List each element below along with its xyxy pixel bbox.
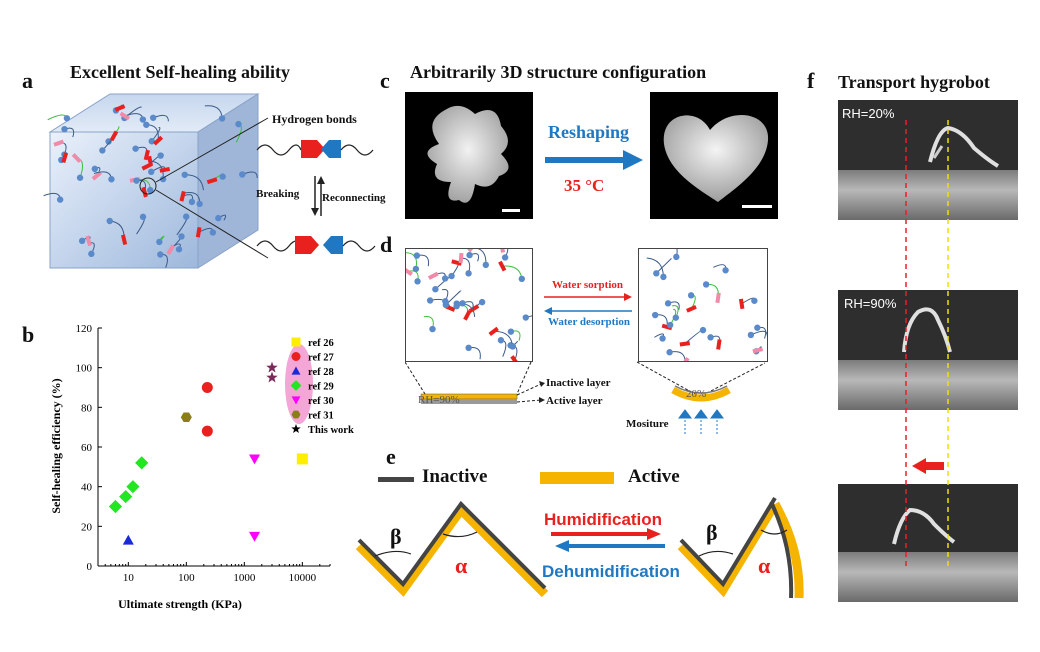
active-legend-label: Active	[628, 466, 680, 487]
bilayer-diagram	[405, 361, 765, 434]
water-sorption-label: Water sorption	[552, 279, 623, 291]
water-desorption-label: Water desorption	[548, 316, 630, 328]
y-tick-label: 60	[81, 442, 93, 454]
reconnecting-label: Reconnecting	[322, 192, 386, 204]
inactive-legend-label: Inactive	[422, 466, 488, 487]
reshaping-label: Reshaping	[548, 122, 630, 142]
data-point	[249, 454, 261, 465]
rh-right-label: 20%	[686, 388, 707, 400]
zigzag-actuator-diagram	[355, 496, 804, 599]
data-point	[266, 371, 278, 383]
y-tick-label: 40	[81, 482, 93, 494]
data-point	[296, 453, 308, 465]
x-tick-label: 100	[178, 572, 195, 584]
hydrogen-bonds-label: Hydrogen bonds	[272, 112, 357, 126]
panel-label-c: c	[380, 68, 390, 93]
panel-label-b: b	[22, 322, 35, 347]
data-point	[180, 412, 192, 423]
y-tick-label: 80	[81, 402, 93, 414]
legend-entry: ref 28	[308, 367, 334, 378]
legend-entry: ref 30	[308, 396, 334, 407]
data-point	[249, 531, 261, 542]
legend-marker	[291, 352, 301, 361]
legend-marker	[291, 366, 301, 375]
panel-label-a: a	[22, 68, 33, 93]
y-tick-label: 120	[76, 323, 93, 335]
beta-angle-left: β	[390, 524, 402, 549]
sorption-arrows	[544, 293, 632, 315]
panel-label-d: d	[380, 232, 393, 257]
humidification-label: Humidification	[544, 510, 663, 529]
wet-network-box	[638, 248, 768, 362]
position-reference-lines	[905, 120, 949, 570]
active-legend-swatch	[540, 472, 614, 484]
active-layer-label: Active layer	[546, 395, 603, 407]
scale-bar	[502, 209, 520, 212]
beta-angle-right: β	[706, 520, 718, 545]
legend-entry: This work	[308, 425, 354, 436]
photo-hygrobot-rh20: RH=20%	[838, 100, 1018, 220]
legend-marker	[291, 410, 301, 419]
hbond-diagram	[256, 140, 376, 254]
legend-marker	[291, 396, 301, 405]
photo-hygrobot-moved	[838, 484, 1018, 602]
rh-left-label: RH=90%	[418, 394, 460, 406]
dry-network-box	[405, 248, 533, 362]
data-point	[108, 499, 123, 514]
photo-heart-shape	[650, 92, 778, 219]
inactive-legend-swatch	[378, 477, 414, 482]
polymer-network-cube	[43, 93, 269, 269]
legend-entry: ref 26	[308, 338, 334, 349]
scale-bar	[742, 205, 772, 208]
legend-entry: ref 29	[308, 382, 334, 393]
alpha-angle-right: α	[758, 553, 771, 578]
inactive-layer-label: Inactive layer	[546, 377, 611, 389]
y-axis-label: Self-healing efficiency (%)	[49, 378, 63, 513]
x-axis-label: Ultimate strength (KPa)	[118, 597, 242, 611]
alpha-angle-left: α	[455, 553, 468, 578]
x-tick-label: 10000	[289, 572, 317, 584]
panel-a-title: Excellent Self-healing ability	[70, 62, 290, 82]
data-point	[201, 425, 213, 437]
x-tick-label: 1000	[233, 572, 256, 584]
legend-marker	[291, 424, 301, 434]
y-tick-label: 0	[87, 561, 93, 573]
temperature-label: 35 °C	[564, 176, 605, 195]
panel-label-f: f	[807, 68, 815, 93]
panel-label-e: e	[386, 444, 396, 469]
data-point	[266, 361, 278, 373]
rh-90-label: RH=90%	[844, 296, 897, 311]
self-healing-chart: 0 20 40 60 80 100 120 10 100 1000 10000 ref 26 ref …	[49, 323, 354, 611]
y-tick-label: 100	[76, 363, 93, 375]
data-point	[201, 382, 213, 393]
panel-f-title: Transport hygrobot	[838, 72, 990, 92]
reshaping-arrow	[545, 150, 643, 170]
moisture-label: Mositure	[626, 418, 669, 430]
x-tick-label: 10	[123, 572, 135, 584]
rh-20-label: RH=20%	[842, 106, 895, 121]
data-point	[135, 456, 149, 470]
photo-irregular-shape	[405, 92, 533, 219]
breaking-label: Breaking	[256, 188, 300, 200]
data-point	[119, 489, 133, 504]
legend-entry: ref 27	[308, 353, 334, 364]
dehumidification-label: Dehumidification	[542, 562, 680, 581]
data-point	[126, 480, 140, 494]
photo-hygrobot-rh90: RH=90%	[838, 290, 1018, 410]
panel-c-title: Arbitrarily 3D structure configuration	[410, 62, 707, 82]
movement-arrow	[912, 458, 944, 474]
legend-marker	[291, 337, 301, 347]
data-point	[122, 534, 134, 545]
y-tick-label: 20	[81, 521, 93, 533]
legend-entry: ref 31	[308, 411, 334, 422]
